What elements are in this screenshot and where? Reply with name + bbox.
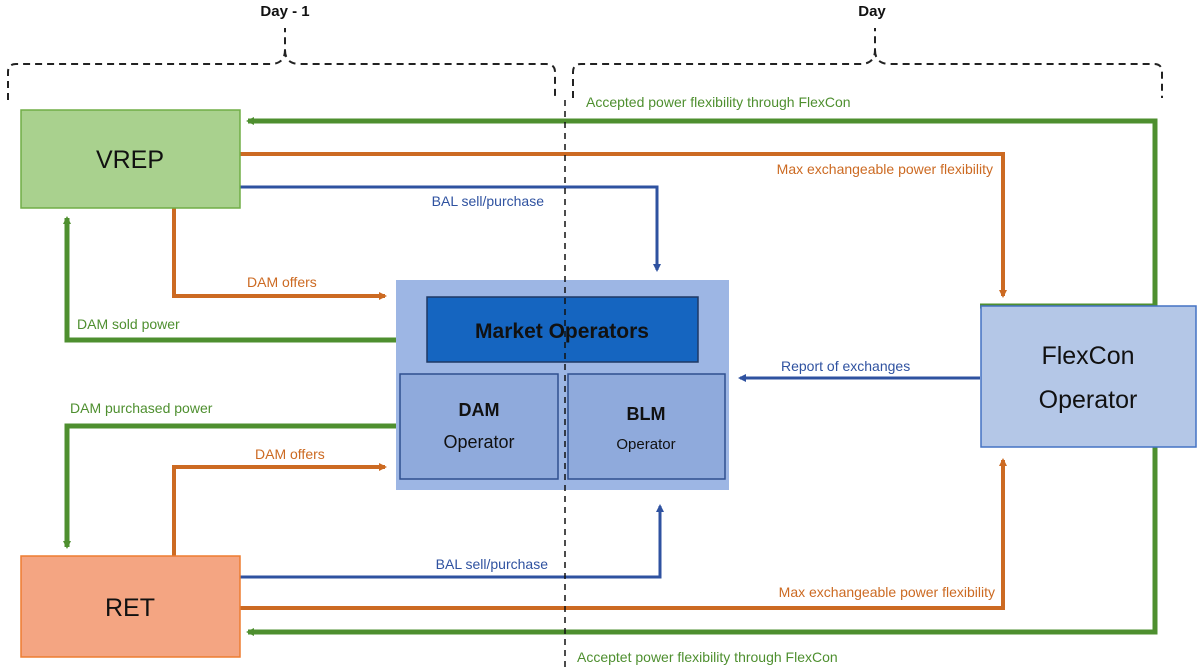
- dam-offers-ret-label: DAM offers: [255, 446, 325, 462]
- flexcon-label-2: Operator: [1039, 386, 1138, 414]
- blm-operator-label-2: Operator: [616, 436, 675, 453]
- dam-operator-label-2: Operator: [443, 432, 514, 452]
- flexcon-label-1: FlexCon: [1041, 342, 1134, 370]
- dam-offers-vrep-arrow: [172, 208, 387, 300]
- ret-label: RET: [105, 594, 155, 622]
- blm-operator-box: [567, 373, 726, 480]
- dam-sold-arrow: [63, 216, 396, 343]
- vrep-label: VREP: [96, 146, 164, 174]
- day-header: Day: [858, 3, 886, 20]
- bal-bottom-label: BAL sell/purchase: [436, 556, 549, 572]
- ret-box: [20, 555, 241, 658]
- market-operators-title: Market Operators: [475, 320, 649, 343]
- report-label: Report of exchanges: [781, 358, 910, 374]
- day-minus-1-brace: [7, 28, 556, 100]
- accepted-flex-top-label: Accepted power flexibility through FlexC…: [586, 94, 851, 110]
- max-flex-top-label: Max exchangeable power flexibility: [777, 161, 993, 177]
- flexcon-operator-box: [980, 305, 1197, 448]
- dam-sold-label: DAM sold power: [77, 316, 180, 332]
- market-operators-title-box: [426, 296, 699, 363]
- blm-operator-label-1: BLM: [627, 404, 666, 424]
- dam-purchased-label: DAM purchased power: [70, 400, 213, 416]
- max-flex-top-arrow: [240, 152, 1007, 298]
- dam-purchased-arrow: [63, 423, 396, 549]
- dam-offers-ret-arrow: [172, 463, 387, 556]
- vrep-box: [20, 109, 241, 209]
- bal-top-label: BAL sell/purchase: [432, 193, 545, 209]
- dam-operator-box: [399, 373, 559, 480]
- dam-operator-label-1: DAM: [459, 400, 500, 420]
- bal-top-arrow: [240, 185, 661, 272]
- max-flex-bottom-label: Max exchangeable power flexibility: [779, 584, 995, 600]
- day-brace: [572, 28, 1163, 98]
- bal-bottom-arrow: [240, 504, 664, 579]
- accepted-flex-bottom-arrow: [246, 447, 1158, 636]
- accepted-flex-bottom-label: Acceptet power flexibility through FlexC…: [577, 649, 838, 665]
- max-flex-bottom-arrow: [240, 458, 1007, 610]
- dam-offers-vrep-label: DAM offers: [247, 274, 317, 290]
- day-minus-1-header: Day - 1: [260, 3, 309, 20]
- accepted-flex-top-arrow: [246, 117, 1158, 309]
